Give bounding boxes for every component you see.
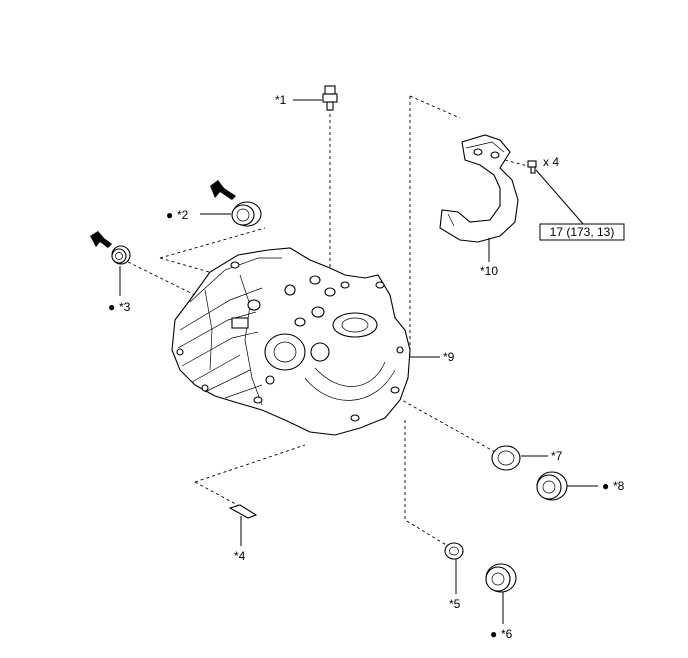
- callout-5: *5: [449, 597, 461, 611]
- bullet-marker: ●: [108, 300, 115, 314]
- bullet-marker: ●: [490, 627, 497, 641]
- callout-8: *8: [613, 479, 625, 493]
- callout-3: *3: [119, 300, 131, 314]
- bolt: [527, 160, 585, 226]
- part-8-seal: [536, 471, 598, 501]
- transaxle-case: [171, 247, 411, 436]
- part-4-plate: [228, 504, 258, 546]
- install-direction-arrows: [90, 180, 236, 248]
- callout-2: *2: [177, 208, 189, 222]
- part-6-seal: [485, 563, 517, 624]
- callout-7: *7: [551, 449, 563, 463]
- part-2-oil-seal: [200, 201, 262, 227]
- callout-9: *9: [443, 350, 455, 364]
- arrow-icon: [210, 180, 236, 200]
- part-10-bracket: [439, 134, 519, 262]
- bolt-quantity: x 4: [543, 155, 559, 169]
- callout-1: *1: [275, 93, 287, 107]
- part-7-seal: [491, 445, 548, 471]
- torque-spec-box: 17 (173, 13): [539, 223, 625, 241]
- callout-6: *6: [501, 627, 513, 641]
- torque-spec-text: 17 (173, 13): [550, 225, 615, 239]
- callout-4: *4: [234, 549, 246, 563]
- part-3-seal: [111, 245, 131, 296]
- bullet-marker: ●: [166, 208, 173, 222]
- bullet-marker: ●: [602, 479, 609, 493]
- part-1-plug: [293, 85, 338, 111]
- callout-10: *10: [480, 264, 498, 278]
- arrow-icon: [90, 231, 112, 248]
- part-5-ring: [444, 542, 464, 594]
